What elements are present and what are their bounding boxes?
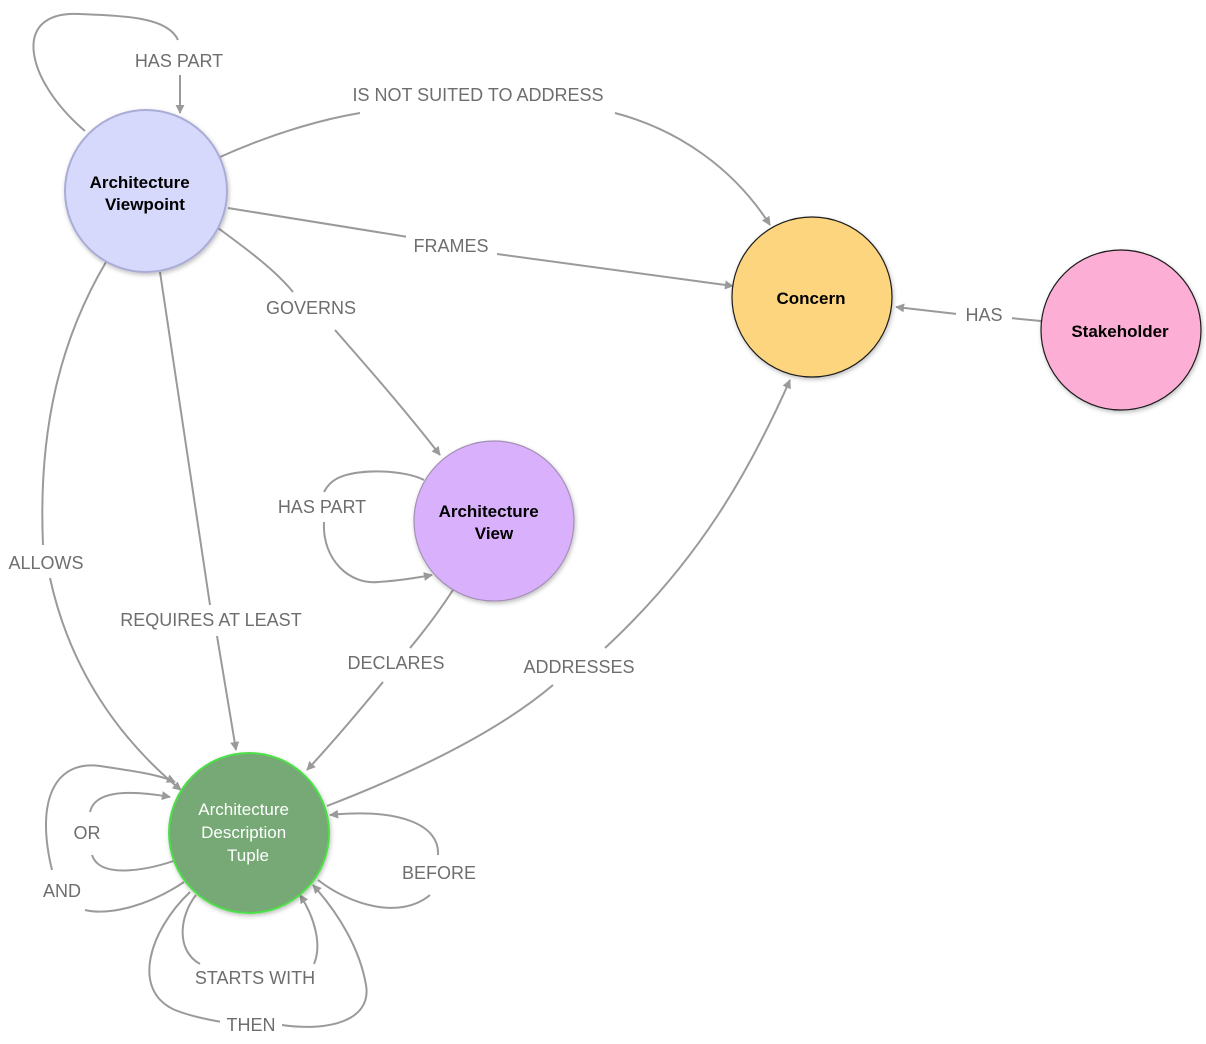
edge-arrow [216, 635, 240, 751]
edge-label: HAS [965, 305, 1002, 325]
edge-arrow [299, 894, 319, 965]
edge-line [84, 881, 185, 913]
edge-viewpoint-governs-view: GOVERNS [217, 227, 441, 456]
edge-label: REQUIRES AT LEAST [120, 610, 301, 630]
edge-arrow [604, 379, 791, 649]
edge-line [227, 207, 409, 238]
edge-arrow [322, 521, 433, 584]
edge-line [181, 894, 201, 965]
edge-line [409, 589, 454, 649]
node-stakeholder[interactable]: Stakeholder [1040, 249, 1202, 411]
edge-arrow [496, 253, 734, 290]
edge-arrow [329, 809, 440, 856]
edge-label: HAS PART [135, 51, 223, 71]
edge-arrow [306, 681, 384, 771]
node-label: Concern [777, 289, 846, 308]
edge-viewpoint-allows-tuple: ALLOWS [4, 261, 182, 791]
edge-line [217, 227, 294, 293]
edge-tuple-starts-with-tuple: STARTS WITH [181, 894, 324, 989]
edge-label: IS NOT SUITED TO ADDRESS [352, 85, 603, 105]
edge-viewpoint-has-part-viewpoint: HAS PART [32, 12, 232, 132]
edge-label: GOVERNS [266, 298, 356, 318]
edge-line [219, 112, 361, 158]
edge-label: STARTS WITH [195, 968, 315, 988]
edge-tuple-or-tuple: OR [66, 791, 183, 872]
edge-arrow [334, 329, 441, 456]
node-circle [413, 440, 575, 602]
edge-line [91, 854, 183, 872]
edge-line [41, 261, 107, 546]
node-label: Architecture Description Tuple [198, 800, 293, 865]
node-circle [731, 216, 893, 378]
edge-line [317, 879, 431, 909]
edge-line [32, 12, 179, 132]
edge-stakeholder-has-concern: HAS [895, 302, 1042, 326]
node-concern[interactable]: Concern [731, 216, 893, 378]
edge-viewpoint-is-not-suited-to-address-concern: IS NOT SUITED TO ADDRESS [219, 82, 771, 226]
edge-tuple-and-tuple: AND [36, 764, 185, 913]
edge-viewpoint-frames-concern: FRAMES [227, 207, 734, 290]
edge-tuple-addresses-concern: ADDRESSES [326, 379, 791, 807]
node-circle [168, 752, 330, 914]
edge-label: ADDRESSES [523, 657, 634, 677]
edge-tuple-then-tuple: THEN [148, 884, 368, 1036]
node-architecture-view[interactable]: Architecture View [413, 440, 575, 602]
node-architecture-viewpoint[interactable]: Architecture Viewpoint [64, 109, 228, 273]
edge-tuple-before-tuple: BEFORE [317, 809, 482, 909]
node-label: Architecture View [439, 502, 544, 543]
edge-line [326, 684, 554, 807]
edge-arrow [49, 577, 182, 791]
node-circle [1040, 249, 1202, 411]
edge-label: HAS PART [278, 497, 366, 517]
edge-line [1009, 317, 1042, 322]
edge-viewpoint-requires-at-least-tuple: REQUIRES AT LEAST [114, 271, 308, 751]
node-architecture-description-tuple[interactable]: Architecture Description Tuple [168, 752, 330, 914]
edge-label: OR [74, 823, 101, 843]
edge-label: DECLARES [347, 653, 444, 673]
node-label: Stakeholder [1071, 322, 1169, 341]
edge-label: ALLOWS [8, 553, 83, 573]
edge-label: AND [43, 881, 81, 901]
edge-line [323, 470, 425, 493]
edge-arrow [44, 764, 176, 871]
edge-label: THEN [227, 1015, 276, 1035]
node-circle [64, 109, 228, 273]
edge-arrow [89, 791, 171, 813]
edge-view-has-part-view: HAS PART [268, 470, 433, 584]
edge-arrow [281, 884, 368, 1028]
edge-label: BEFORE [402, 863, 476, 883]
edge-arrow [614, 112, 771, 226]
edge-view-declares-tuple: DECLARES [306, 589, 454, 771]
node-label: Architecture Viewpoint [90, 173, 195, 214]
edge-line [159, 271, 211, 606]
edge-line [148, 891, 223, 1023]
edge-arrow [895, 303, 958, 315]
edge-label: FRAMES [413, 236, 488, 256]
